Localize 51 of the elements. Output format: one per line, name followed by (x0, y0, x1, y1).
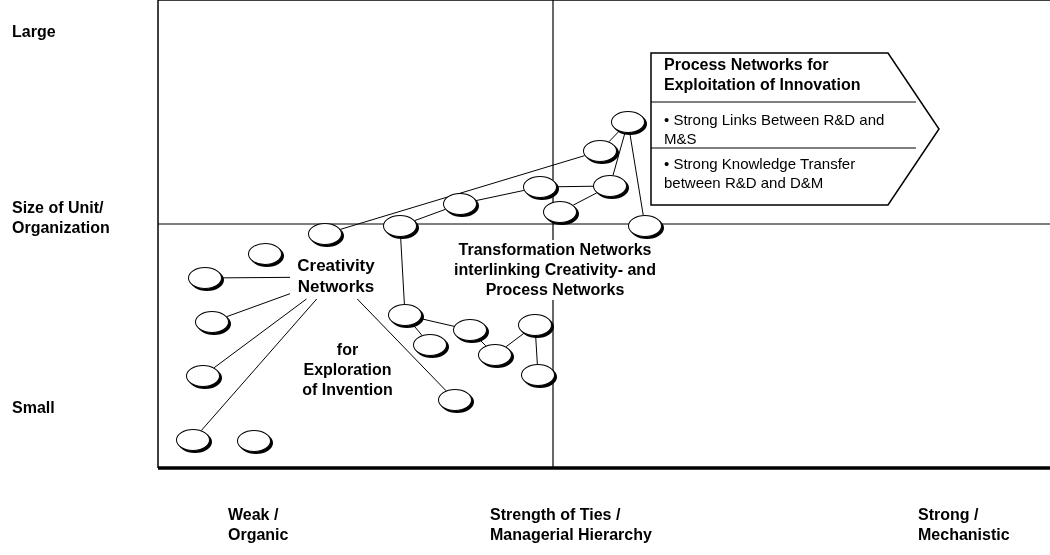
connector-line (356, 298, 447, 392)
connector-line (339, 155, 586, 230)
network-node-ellipse (413, 334, 447, 356)
network-node-ellipse (248, 243, 282, 265)
connector-line (200, 298, 318, 431)
connector-line (213, 298, 307, 369)
bullet-text: • Strong Links Between R&D and M&S (664, 110, 886, 148)
bullet-text: • Strong Knowledge Transfer between R&D and D&M (664, 154, 857, 192)
connector-line (412, 324, 423, 336)
axis-label: Large (12, 22, 57, 42)
network-node-ellipse (518, 314, 552, 336)
pentagon-arrow-box (650, 52, 940, 206)
axis-label: Strength of Ties / Managerial Hierarchy (490, 505, 653, 545)
connector-line (221, 276, 291, 279)
network-node-ellipse (443, 193, 477, 215)
network-node-ellipse (186, 365, 220, 387)
connector-line (535, 335, 538, 365)
network-node-ellipse (308, 223, 342, 245)
connector-line (475, 189, 525, 202)
network-node-ellipse (195, 311, 229, 333)
connector-line (572, 192, 598, 206)
network-node-ellipse (453, 319, 487, 341)
connector-line (608, 130, 620, 143)
network-node-ellipse (611, 111, 645, 133)
network-node-ellipse (628, 215, 662, 237)
network-node-ellipse (523, 176, 557, 198)
box-heading: Process Networks for Exploitation of Innovation (664, 55, 862, 95)
axis-label: Small (12, 398, 56, 418)
axis-label: Strong / Mechanistic (918, 505, 1011, 545)
network-node-ellipse (593, 175, 627, 197)
network-node-ellipse (237, 430, 271, 452)
connector-line (505, 332, 525, 348)
axis-label: Weak / Organic (228, 505, 290, 545)
connector-line (414, 208, 446, 222)
network-node-ellipse (478, 344, 512, 366)
axis-label: for Exploration of Invention (301, 340, 394, 400)
network-label: Creativity Networks (290, 255, 382, 297)
axis-label: Size of Unit/ Organization (12, 198, 111, 238)
connector-line (226, 293, 291, 318)
network-node-ellipse (383, 215, 417, 237)
network-node-ellipse (583, 140, 617, 162)
network-node-ellipse (438, 389, 472, 411)
network-node-ellipse (388, 304, 422, 326)
network-node-ellipse (543, 201, 577, 223)
network-node-ellipse (521, 364, 555, 386)
network-node-ellipse (176, 429, 210, 451)
connector-line (400, 236, 405, 305)
connector-line (556, 185, 594, 188)
connector-line (612, 132, 626, 176)
connector-line (629, 132, 644, 216)
network-node-ellipse (188, 267, 222, 289)
